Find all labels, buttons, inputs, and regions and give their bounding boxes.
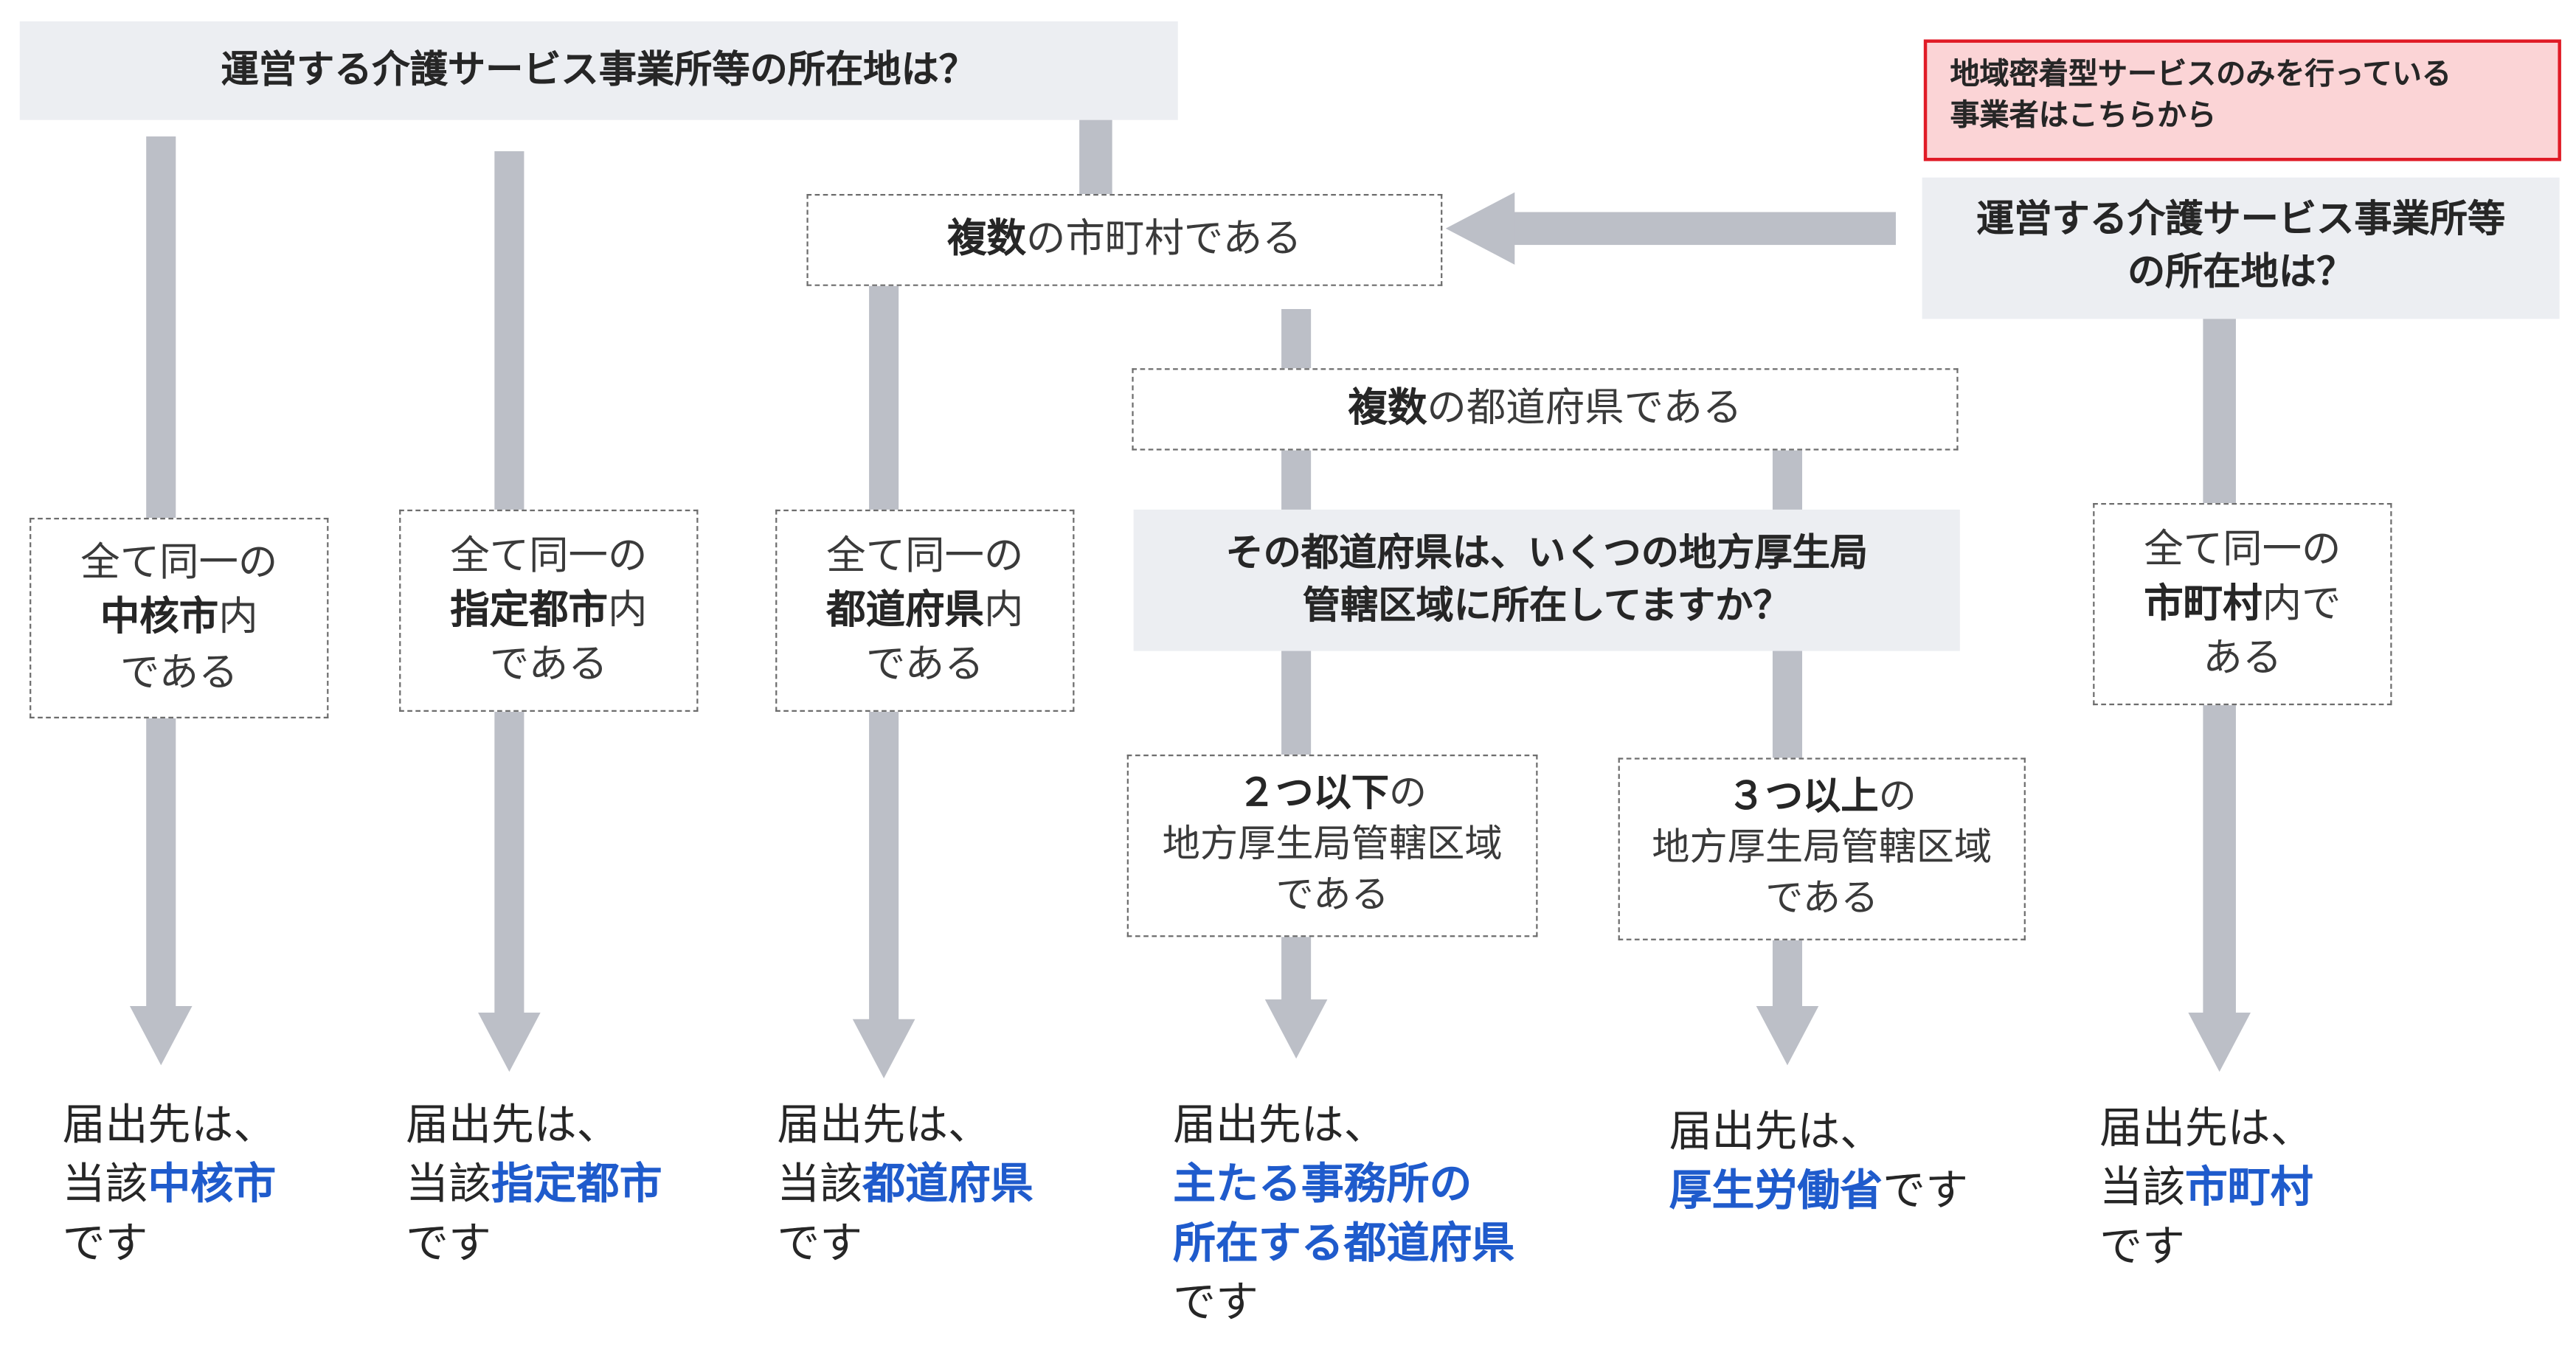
result-mhlw: 届出先は、 厚生労働省です: [1669, 1108, 1969, 1216]
two-or-less-regions-condition: ２つ以下の 地方厚生局管轄区域 である: [1126, 754, 1538, 937]
arrow-head: [1264, 999, 1328, 1059]
multi-prefecture-condition: 複数の都道府県である: [1132, 368, 1959, 451]
arrow-head: [852, 1019, 915, 1079]
result-core-city: 届出先は、 当該中核市 です: [62, 1101, 277, 1269]
arrow-head: [129, 1005, 193, 1066]
arrow-head: [478, 1012, 541, 1072]
community-question: 運営する介護サービス事業所等 の所在地は？: [1922, 177, 2560, 319]
main-question: 運営する介護サービス事業所等の所在地は？: [19, 21, 1178, 120]
designated-city-condition: 全て同一の 指定都市内 である: [399, 509, 699, 713]
arrow-shaft: [1079, 118, 1112, 201]
arrow-head: [1445, 192, 1515, 265]
result-designated-city: 届出先は、 当該指定都市 です: [406, 1101, 662, 1269]
municipality-condition: 全て同一の 市町村内で ある: [2093, 502, 2392, 706]
region-question: その都道府県は、いくつの地方厚生局 管轄区域に所在してますか？: [1133, 509, 1960, 651]
arrow-head: [2188, 1012, 2251, 1072]
result-prefecture: 届出先は、 当該都道府県 です: [777, 1101, 1033, 1269]
result-municipality: 届出先は、 当該市町村 です: [2099, 1104, 2313, 1272]
arrow-head: [1756, 1005, 1819, 1066]
arrow-shaft: [1508, 212, 1896, 246]
community-service-link[interactable]: 地域密着型サービスのみを行っている 事業者はこちらから: [1923, 39, 2561, 162]
multi-city-condition: 複数の市町村である: [806, 193, 1443, 286]
result-main-office: 届出先は、 主たる事務所の 所在する都道府県 です: [1173, 1101, 1515, 1328]
three-or-more-regions-condition: ３つ以上の 地方厚生局管轄区域 である: [1618, 757, 2026, 940]
prefecture-condition: 全て同一の 都道府県内 である: [775, 509, 1075, 713]
core-city-condition: 全て同一の 中核市内 である: [30, 518, 329, 718]
